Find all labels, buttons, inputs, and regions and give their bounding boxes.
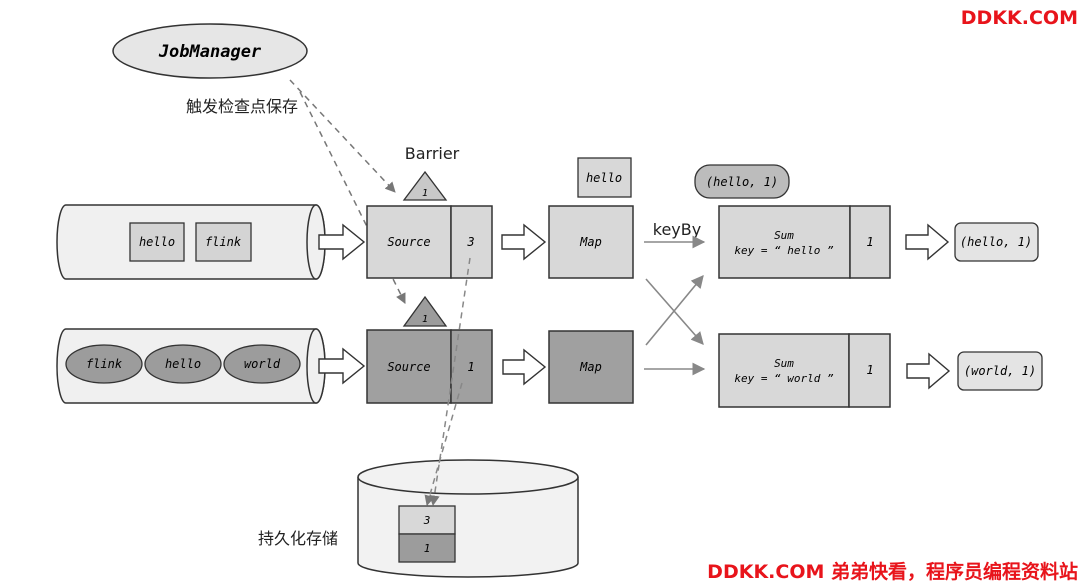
watermark-bottom: DDKK.COM 弟弟快看，程序员编程资料站 xyxy=(707,560,1078,583)
top-sum-state-cell xyxy=(849,205,891,279)
top-source-state: 3 xyxy=(466,235,474,249)
top-block-arrow-3 xyxy=(905,223,950,261)
bottom-source-label: Source xyxy=(387,360,430,374)
top-stream-item xyxy=(129,222,185,262)
top-map-emit-record xyxy=(577,157,632,198)
storage-entry xyxy=(398,533,456,563)
top-output-record xyxy=(954,222,1039,262)
bottom-output-record xyxy=(957,351,1043,391)
keyby-arrow-bottom-cross xyxy=(645,275,704,346)
trigger-arrow-top xyxy=(289,79,396,193)
top-stream-item-label: flink xyxy=(205,235,242,249)
top-sum-state: 1 xyxy=(866,235,873,249)
barrier-triangle-top xyxy=(402,170,448,201)
bottom-source-state: 1 xyxy=(467,360,474,374)
top-stream-item xyxy=(195,222,252,262)
jobmanager-node xyxy=(112,23,308,79)
storage-entry-label: 1 xyxy=(424,542,431,555)
bottom-map-label: Map xyxy=(579,360,602,374)
bottom-stream-item xyxy=(144,344,222,384)
top-source-label: Source xyxy=(387,235,430,249)
bottom-map-node xyxy=(548,330,634,404)
bottom-stream-item-label: world xyxy=(244,357,281,371)
storage-entry-label: 3 xyxy=(423,514,431,527)
bottom-block-arrow-3 xyxy=(906,352,951,390)
storage-cylinder xyxy=(357,459,579,578)
top-block-arrow-2 xyxy=(501,223,547,261)
barrier-number-bottom: 1 xyxy=(422,314,428,325)
bottom-block-arrow-2 xyxy=(502,348,547,386)
bottom-sum-label: Sum xyxy=(774,357,794,370)
top-block-arrow-1 xyxy=(318,223,366,261)
watermark-top: DDKK.COM xyxy=(961,7,1078,29)
bottom-sum-state-cell xyxy=(848,333,891,408)
bottom-stream-item-label: hello xyxy=(165,357,201,371)
top-sum-key: key = “ hello ” xyxy=(734,244,834,257)
bottom-sum-key: key = “ world ” xyxy=(734,372,834,385)
top-sum-node xyxy=(718,205,851,279)
top-output-label: (hello, 1) xyxy=(960,235,1032,249)
top-stream-item-label: hello xyxy=(139,235,175,249)
bottom-sum-node xyxy=(718,333,850,408)
top-map-label: Map xyxy=(579,235,602,249)
snapshot-arrow-top xyxy=(429,257,471,507)
barrier-triangle-bottom xyxy=(402,295,448,327)
bottom-stream-item xyxy=(65,344,143,384)
top-sum-label: Sum xyxy=(774,229,794,242)
storage-label: 持久化存储 xyxy=(258,529,338,548)
bottom-source-node xyxy=(366,329,452,404)
keyby-label: keyBy xyxy=(653,220,701,239)
top-map-emit-label: hello xyxy=(586,171,622,185)
bottom-output-label: (world, 1) xyxy=(964,364,1036,378)
bottom-stream-item-label: flink xyxy=(86,357,123,371)
barrier-number-top: 1 xyxy=(422,188,428,199)
barrier-label: Barrier xyxy=(405,144,460,163)
bottom-block-arrow-1 xyxy=(318,347,366,385)
top-source-node xyxy=(366,205,452,279)
top-source-state-cell xyxy=(450,205,493,279)
bottom-stream-item xyxy=(223,344,301,384)
storage-entry xyxy=(398,505,456,535)
bottom-sum-state: 1 xyxy=(866,363,873,377)
top-sum-emit-label: (hello, 1) xyxy=(706,175,778,189)
bottom-source-state-cell xyxy=(450,329,493,404)
trigger-label: 触发检查点保存 xyxy=(186,97,298,116)
top-stream-cylinder xyxy=(56,204,326,280)
top-sum-emit-record xyxy=(694,164,790,199)
top-map-node xyxy=(548,205,634,279)
jobmanager-label: JobManager xyxy=(158,42,262,62)
